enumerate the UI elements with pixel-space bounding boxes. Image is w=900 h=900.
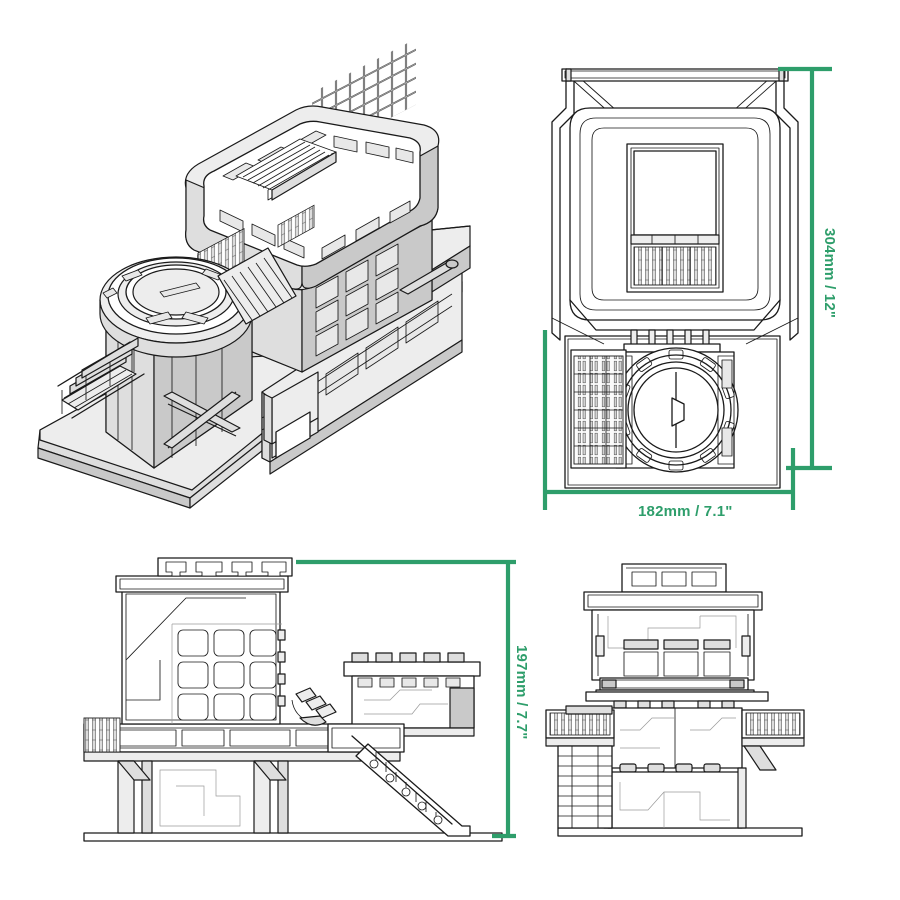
side-antenna bbox=[291, 687, 337, 726]
end-catwalk-right bbox=[741, 709, 805, 771]
dimension-height-side bbox=[296, 559, 516, 839]
side-tower-roof bbox=[115, 557, 293, 593]
end-basement bbox=[603, 767, 747, 829]
end-mid-flange bbox=[585, 677, 769, 709]
view-front bbox=[551, 68, 799, 489]
front-turret bbox=[613, 347, 739, 473]
dimension-width-overall bbox=[542, 330, 796, 510]
dimension-label-height-overall: 304mm / 12" bbox=[821, 228, 838, 319]
front-wings bbox=[551, 68, 799, 345]
front-center-panel bbox=[626, 143, 724, 293]
view-isometric bbox=[37, 38, 471, 509]
front-top-bar bbox=[561, 68, 789, 82]
front-stair-grate bbox=[570, 349, 627, 469]
iso-turret bbox=[99, 227, 253, 469]
iso-stairs-left bbox=[57, 337, 145, 419]
end-upper-cabin bbox=[591, 609, 755, 681]
side-tower-body bbox=[121, 589, 286, 725]
view-side-long bbox=[83, 557, 503, 842]
iso-right-annex bbox=[263, 204, 459, 459]
side-stairs bbox=[351, 735, 471, 837]
dimension-label-width-overall: 182mm / 7.1" bbox=[638, 503, 733, 520]
side-legs bbox=[117, 760, 289, 834]
dimension-label-height-side: 197mm / 7.7" bbox=[513, 645, 530, 740]
view-side-short bbox=[545, 563, 805, 837]
end-roof-slab bbox=[583, 591, 763, 611]
end-lower-block bbox=[607, 707, 743, 773]
iso-ramp bbox=[217, 247, 297, 325]
end-roof-parapet bbox=[621, 563, 727, 593]
side-annex bbox=[343, 652, 481, 737]
end-catwalk-left bbox=[545, 705, 615, 747]
end-stair-ladder bbox=[557, 745, 613, 829]
